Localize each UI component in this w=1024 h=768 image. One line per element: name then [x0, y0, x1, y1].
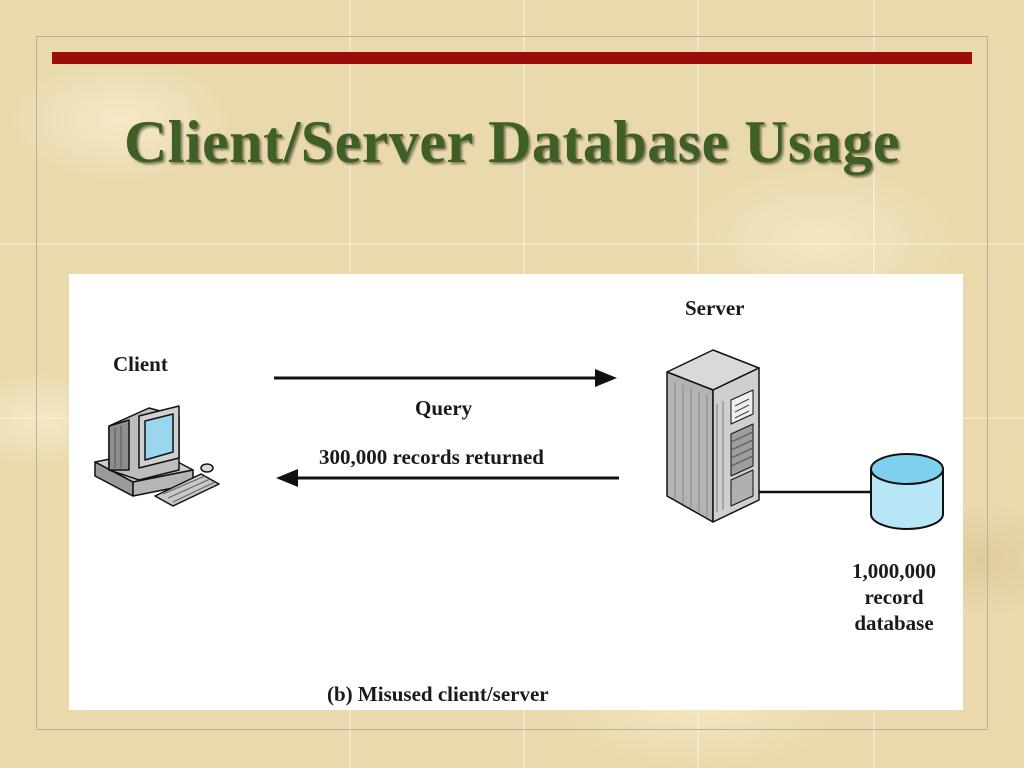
figure-caption: (b) Misused client/server	[327, 682, 549, 706]
query-arrow	[274, 369, 617, 387]
database-label: 1,000,000 record database	[852, 559, 936, 635]
query-label: Query	[415, 396, 473, 420]
records-returned-arrow	[276, 469, 619, 487]
records-returned-label: 300,000 records returned	[319, 445, 544, 469]
client-computer-icon	[94, 405, 220, 507]
title-accent-bar	[52, 52, 972, 64]
database-cylinder-icon	[870, 453, 944, 530]
server-tower-icon	[666, 349, 760, 523]
slide-title: Client/Server Database Usage	[123, 109, 901, 175]
slide-frame	[36, 36, 988, 730]
server-label: Server	[685, 296, 745, 320]
diagram-canvas	[94, 349, 944, 530]
client-label: Client	[113, 352, 168, 376]
diagram-figure: Client Server Query 300,000 records retu…	[69, 274, 963, 710]
